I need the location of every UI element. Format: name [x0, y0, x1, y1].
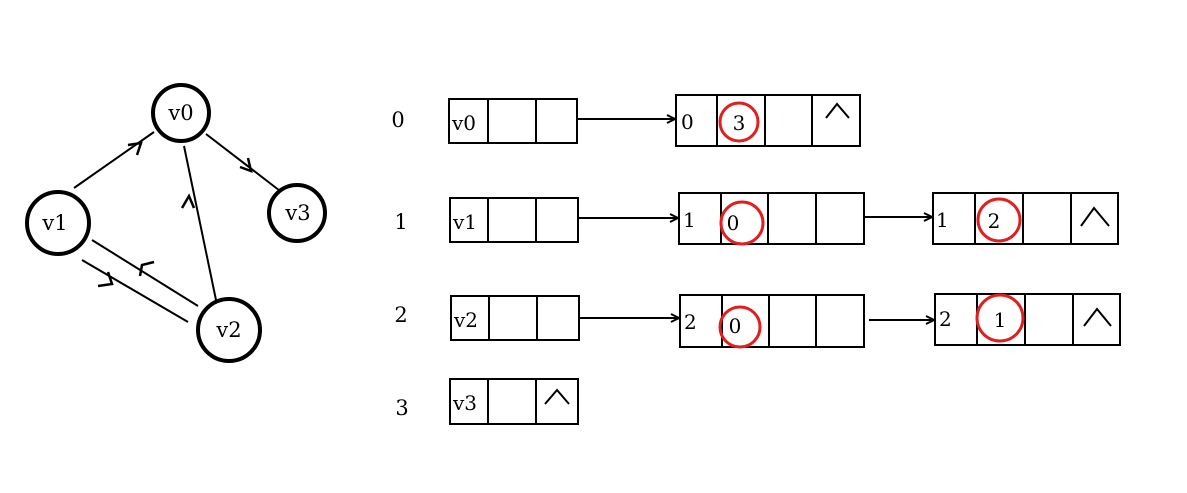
highlight-circle	[718, 101, 760, 143]
edge-v0-v3	[205, 133, 285, 195]
edge-node: 2 1	[934, 293, 1121, 346]
adjacency-row-2: 2 v2 2 0 2	[394, 293, 1121, 349]
vertex-head-label: v0	[451, 111, 476, 135]
highlight-circle	[976, 197, 1022, 243]
highlight-circle	[719, 200, 765, 246]
null-pointer-icon	[544, 388, 570, 405]
row-index: 1	[394, 210, 407, 234]
vertex-v1: v1	[25, 190, 91, 256]
vertex-head-cell: v3	[449, 378, 579, 425]
vertex-head-label: v1	[452, 210, 477, 234]
highlight-circle	[975, 293, 1025, 343]
edge-v2-v1-arrow-icon	[138, 260, 155, 277]
adjacency-list: 0 v0 0 3 1	[391, 94, 1121, 425]
row-index: 3	[395, 396, 408, 420]
edge-v2-v1	[91, 239, 199, 307]
vertex-label: v3	[284, 201, 310, 225]
edge-node-head: 0	[729, 314, 742, 338]
vertex-label: v0	[167, 101, 193, 125]
edge-node-head: 0	[727, 211, 740, 235]
edge-v1-v2	[81, 259, 189, 323]
edge-v1-v0-arrow-icon	[127, 141, 143, 156]
edge-node-tail: 2	[939, 307, 952, 331]
vertex-label: v2	[215, 318, 241, 342]
edge-v0-v3-arrow-icon	[239, 157, 253, 173]
vertex-v0: v0	[151, 83, 211, 143]
adjacency-row-3: 3 v3	[395, 378, 579, 425]
vertex-head-label: v3	[452, 391, 477, 415]
edge-node-tail: 1	[936, 208, 949, 232]
vertex-head-label: v2	[453, 308, 478, 332]
edge-node-head: 3	[733, 111, 746, 135]
vertex-v2: v2	[196, 297, 262, 363]
edge-node-head: 2	[988, 209, 1001, 233]
row-index: 2	[394, 303, 407, 327]
edge-node: 1 2	[932, 192, 1119, 245]
adjacency-row-0: 0 v0 0 3	[391, 94, 861, 147]
highlight-circle	[718, 305, 762, 349]
adjacency-row-1: 1 v1 1 0 1	[394, 192, 1119, 246]
vertex-head-cell: v0	[448, 98, 578, 144]
vertex-label: v1	[41, 211, 67, 235]
row-index: 0	[391, 108, 404, 132]
vertex-v3: v3	[267, 183, 327, 243]
directed-graph: v0 v1 v2 v3	[25, 83, 327, 363]
edge-node-head: 1	[994, 308, 1007, 332]
vertex-head-cell: v1	[449, 197, 579, 243]
edge-node: 0 3	[675, 94, 861, 147]
edge-v2-v0	[183, 145, 217, 301]
edge-v1-v0	[73, 131, 155, 189]
edge-v1-v2-arrow-icon	[97, 271, 114, 288]
null-pointer-icon	[1083, 307, 1112, 327]
edge-node-tail: 1	[683, 208, 696, 232]
edge-node-tail: 0	[681, 110, 694, 134]
edge-v2-v0-arrow-icon	[180, 193, 196, 209]
edge-node: 1 0	[678, 192, 865, 246]
edge-node: 2 0	[679, 294, 865, 349]
null-pointer-icon	[1080, 206, 1110, 227]
vertex-head-cell: v2	[450, 295, 580, 341]
null-pointer-icon	[825, 102, 850, 119]
edge-node-tail: 2	[684, 310, 697, 334]
